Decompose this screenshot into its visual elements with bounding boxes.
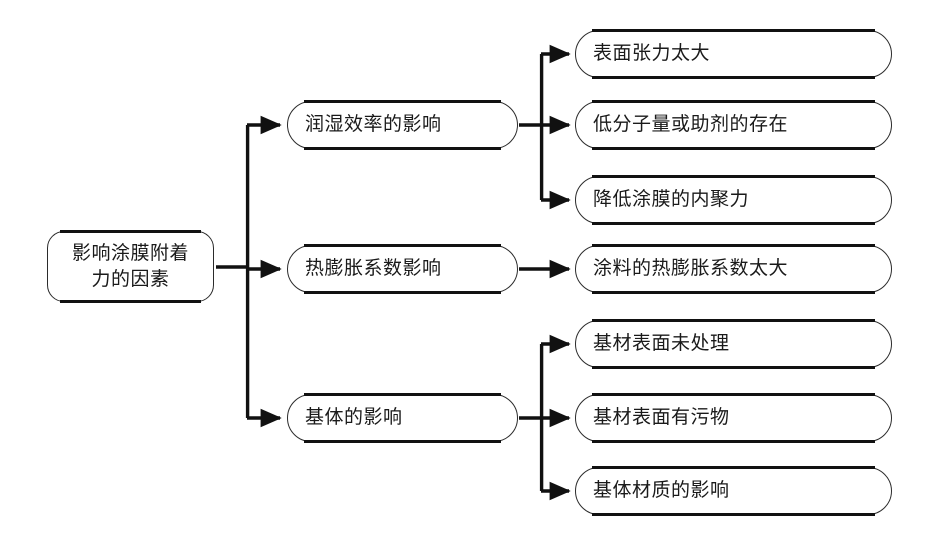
node-root[interactable]: 影响涂膜附着 力的因素 [47, 229, 214, 304]
node-branch-substrate[interactable]: 基体的影响 [287, 392, 518, 444]
node-branch-label: 热膨胀系数影响 [305, 258, 442, 280]
node-leaf-label: 低分子量或助剂的存在 [593, 114, 789, 136]
node-leaf-untreated-surface[interactable]: 基材表面未处理 [575, 318, 892, 370]
node-leaf-label: 表面张力太大 [593, 43, 711, 65]
node-branch-wetting-efficiency[interactable]: 润湿效率的影响 [287, 99, 518, 151]
node-leaf-contaminated-surface[interactable]: 基材表面有污物 [575, 392, 892, 444]
node-leaf-label: 基体材质的影响 [593, 480, 730, 502]
node-root-label: 影响涂膜附着 力的因素 [71, 243, 189, 290]
node-leaf-coating-expansion-coefficient[interactable]: 涂料的热膨胀系数太大 [575, 243, 892, 295]
node-leaf-label: 基材表面有污物 [593, 407, 730, 429]
node-branch-label: 基体的影响 [305, 407, 403, 429]
node-leaf-label: 基材表面未处理 [593, 333, 730, 355]
node-leaf-label: 降低涂膜的内聚力 [593, 189, 750, 211]
node-leaf-substrate-material[interactable]: 基体材质的影响 [575, 465, 892, 517]
node-leaf-low-molecular-weight[interactable]: 低分子量或助剂的存在 [575, 99, 892, 151]
node-leaf-surface-tension[interactable]: 表面张力太大 [575, 28, 892, 80]
node-branch-thermal-expansion[interactable]: 热膨胀系数影响 [287, 243, 518, 295]
node-branch-label: 润湿效率的影响 [305, 114, 442, 136]
node-leaf-reduced-cohesion[interactable]: 降低涂膜的内聚力 [575, 174, 892, 226]
node-leaf-label: 涂料的热膨胀系数太大 [593, 258, 789, 280]
